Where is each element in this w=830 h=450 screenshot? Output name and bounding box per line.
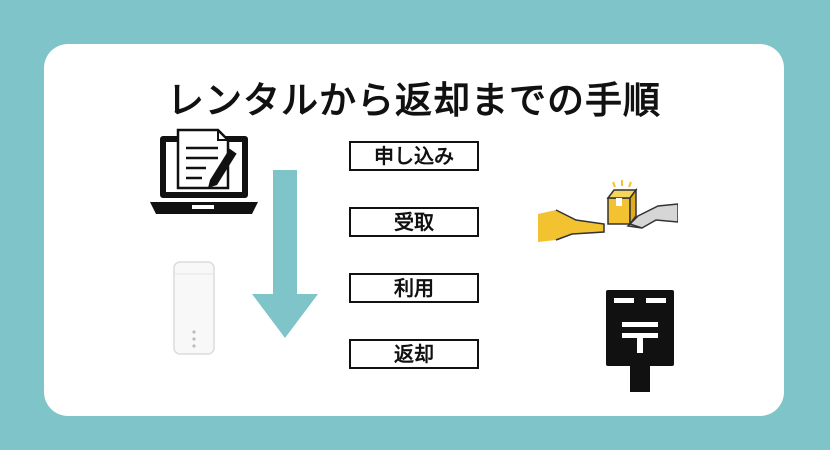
step-receive: 受取 bbox=[349, 207, 479, 237]
post-box-icon bbox=[606, 290, 674, 392]
page-title: レンタルから返却までの手順 bbox=[167, 79, 661, 122]
package-handover-icon bbox=[538, 180, 678, 242]
step-use: 利用 bbox=[349, 273, 479, 303]
step-apply: 申し込み bbox=[349, 141, 479, 171]
content-card: レンタルから返却までの手順 申し込み 受取 利用 返却 bbox=[44, 44, 784, 416]
step-return: 返却 bbox=[349, 339, 479, 369]
down-arrow-icon bbox=[252, 170, 318, 338]
router-device-icon bbox=[173, 261, 215, 355]
laptop-application-icon bbox=[150, 128, 258, 214]
